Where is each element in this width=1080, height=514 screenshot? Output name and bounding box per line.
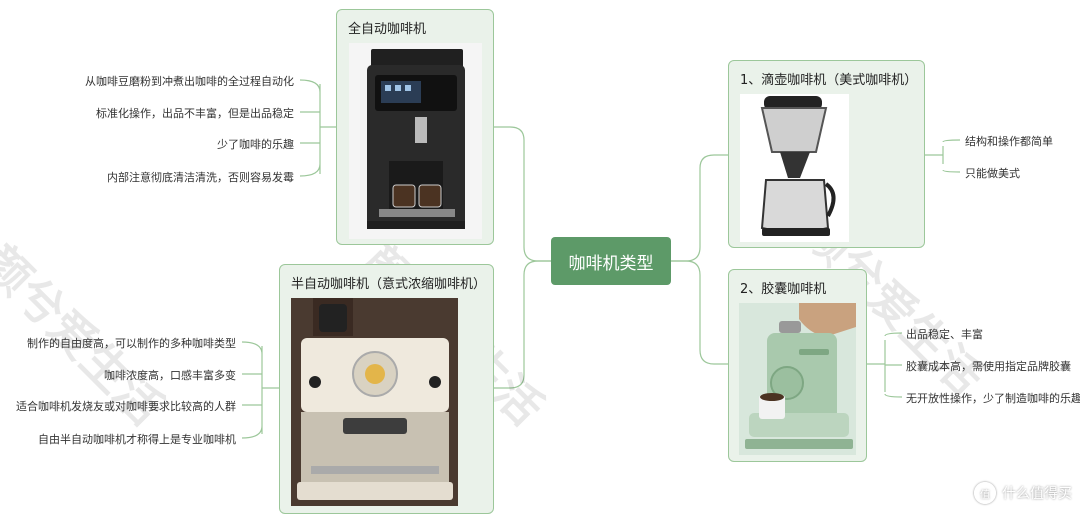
link-full-auto-leaves bbox=[299, 79, 336, 177]
leaf-semi-auto-4: 自由半自动咖啡机才称得上是专业咖啡机 bbox=[38, 433, 236, 446]
leaf-drip-1: 结构和操作都简单 bbox=[965, 135, 1053, 148]
semi-auto-card[interactable]: 半自动咖啡机（意式浓缩咖啡机） bbox=[279, 264, 494, 514]
leaf-semi-auto-3: 适合咖啡机发烧友或对咖啡要求比较高的人群 bbox=[16, 400, 236, 413]
leaf-capsule-3: 无开放性操作，少了制造咖啡的乐趣 bbox=[906, 392, 1080, 405]
capsule-machine-image bbox=[739, 303, 856, 455]
drip-card[interactable]: 1、滴壶咖啡机（美式咖啡机） bbox=[728, 60, 925, 248]
leaf-full-auto-4: 内部注意彻底清洁清洗，否则容易发霉 bbox=[107, 171, 294, 184]
link-central-capsule bbox=[671, 260, 728, 365]
leaf-full-auto-1: 从咖啡豆磨粉到冲煮出咖啡的全过程自动化 bbox=[85, 75, 294, 88]
leaf-semi-auto-2: 咖啡浓度高，口感丰富多变 bbox=[104, 369, 236, 382]
leaf-semi-auto-1: 制作的自由度高，可以制作的多种咖啡类型 bbox=[27, 337, 236, 350]
drip-title: 1、滴壶咖啡机（美式咖啡机） bbox=[740, 73, 918, 88]
full-auto-machine-image bbox=[349, 43, 482, 239]
semi-auto-title: 半自动咖啡机（意式浓缩咖啡机） bbox=[291, 277, 487, 292]
central-label: 咖啡机类型 bbox=[568, 253, 654, 274]
leaf-full-auto-2: 标准化操作，出品不丰富，但是出品稳定 bbox=[96, 107, 294, 120]
brand-watermark: 值 什么值得买 bbox=[974, 482, 1072, 504]
link-semi-auto-leaves bbox=[241, 341, 279, 439]
central-node[interactable]: 咖啡机类型 bbox=[551, 237, 671, 285]
leaf-capsule-1: 出品稳定、丰富 bbox=[906, 328, 983, 341]
link-drip-leaves bbox=[925, 139, 961, 173]
brand-text: 什么值得买 bbox=[1002, 486, 1072, 502]
link-central-drip bbox=[671, 154, 728, 262]
drip-machine-image bbox=[740, 94, 849, 242]
capsule-title: 2、胶囊咖啡机 bbox=[740, 282, 827, 297]
leaf-capsule-2: 胶囊成本高，需使用指定品牌胶囊 bbox=[906, 360, 1071, 373]
leaf-full-auto-3: 少了咖啡的乐趣 bbox=[217, 138, 294, 151]
full-auto-card[interactable]: 全自动咖啡机 bbox=[336, 9, 494, 245]
link-central-full-auto bbox=[494, 126, 551, 262]
semi-auto-machine-image bbox=[291, 298, 458, 506]
leaf-drip-2: 只能做美式 bbox=[965, 167, 1020, 180]
full-auto-title: 全自动咖啡机 bbox=[348, 22, 427, 37]
link-capsule-leaves bbox=[867, 332, 903, 398]
brand-badge-icon: 值 bbox=[974, 482, 996, 504]
capsule-card[interactable]: 2、胶囊咖啡机 bbox=[728, 269, 867, 462]
link-central-semi-auto bbox=[494, 260, 551, 389]
